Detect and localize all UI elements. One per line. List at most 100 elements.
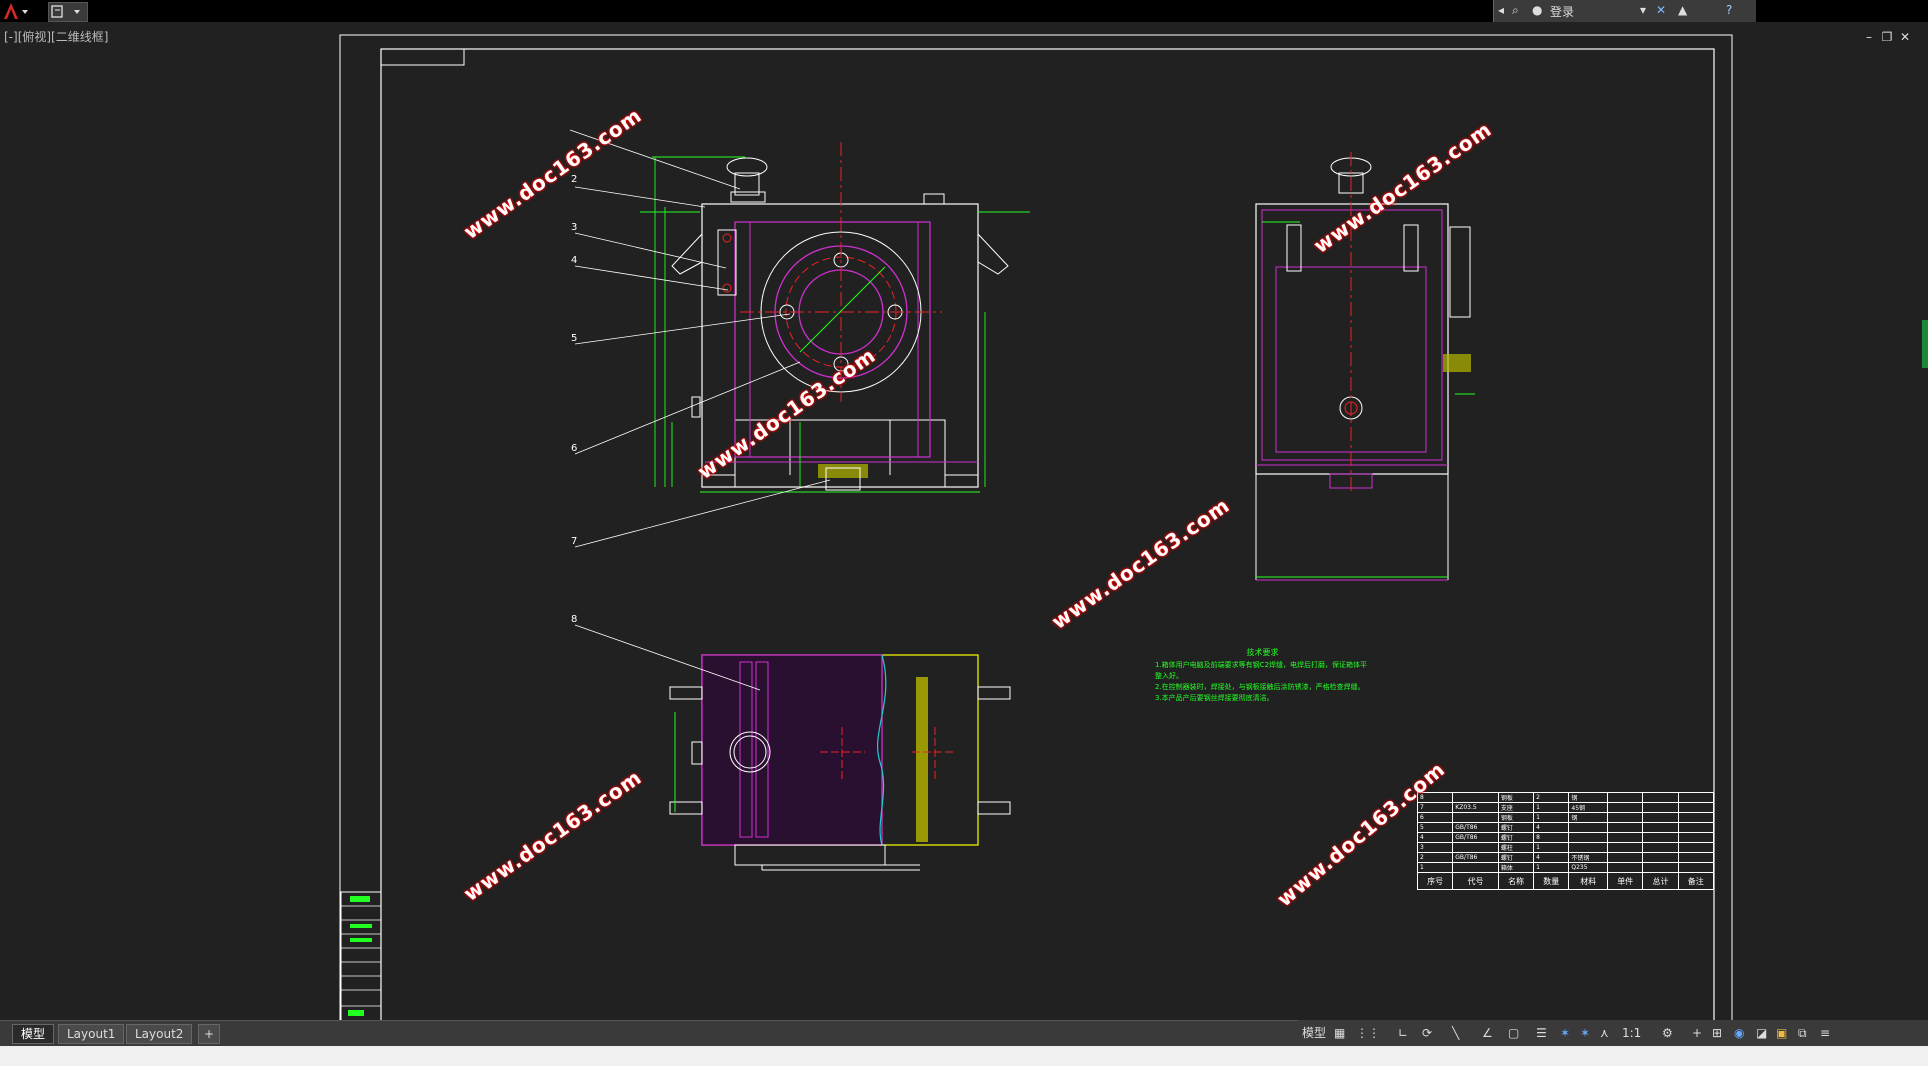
tab-layout2[interactable]: Layout2 <box>126 1024 193 1044</box>
autoscale-icon[interactable]: ✶ <box>1580 1026 1591 1040</box>
fullscreen-icon[interactable]: ⧉ <box>1798 1026 1807 1040</box>
bom-cell <box>1607 792 1644 803</box>
exchange-icon[interactable]: ✕ <box>1656 3 1667 17</box>
user-icon[interactable]: ● <box>1532 3 1543 17</box>
bom-cell: 6 <box>1416 812 1454 823</box>
hardware-icon[interactable]: ◪ <box>1756 1026 1768 1040</box>
bom-cell <box>1677 852 1715 863</box>
bom-header-row: 序号代号名称数量材料单件总计备注 <box>1416 872 1715 890</box>
bom-cell: 1 <box>1533 842 1570 853</box>
part-label: 6 <box>571 443 578 454</box>
tab-model[interactable]: 模型 <box>12 1024 55 1044</box>
drawing-canvas[interactable]: 2 3 4 5 6 7 8 技术要求 1.箱体用户电脑及前端要求等有钢C2焊缝，… <box>0 22 1928 1031</box>
binoculars-icon[interactable]: ⌕ <box>1512 3 1519 17</box>
side-indicator <box>1922 320 1928 368</box>
bom-cell <box>1452 842 1499 853</box>
annotation-visibility-icon[interactable]: ⋏ <box>1600 1026 1609 1040</box>
bom-cell <box>1607 842 1644 853</box>
bom-cell <box>1568 842 1609 853</box>
infocenter-toolbar: ◂ ⌕ ● 登录 ▾ ✕ ▲ ? <box>1493 0 1756 22</box>
bom-cell: 7 <box>1416 802 1454 813</box>
settings-icon[interactable]: ⚙ <box>1662 1026 1673 1040</box>
bom-cell: 4 <box>1533 822 1570 833</box>
bom-cell: GB/T86 <box>1452 852 1499 863</box>
part-label: 8 <box>571 614 578 625</box>
bom-cell <box>1642 832 1679 843</box>
dropdown-icon[interactable]: ▾ <box>1640 3 1647 17</box>
bom-cell: Q235 <box>1568 862 1609 873</box>
restore-icon[interactable]: ❐ <box>1881 30 1893 44</box>
bom-cell: 2 <box>1416 852 1454 863</box>
bom-cell <box>1452 792 1499 803</box>
otrack-icon[interactable]: ∠ <box>1482 1026 1493 1040</box>
bom-cell <box>1677 832 1715 843</box>
bom-cell <box>1642 822 1679 833</box>
bom-cell <box>1607 832 1644 843</box>
scale-dropdown[interactable]: 1:1 <box>1622 1026 1642 1040</box>
bom-cell <box>1568 832 1609 843</box>
bom-cell <box>1452 812 1499 823</box>
bom-cell <box>1677 812 1715 823</box>
status-bar: 模型 ▦ ⋮⋮ ∟ ⟳ ╲ ∠ ▢ ☰ ✶ ✶ ⋏ 1:1 ⚙ + ⊞ ◉ ◪ … <box>1298 1020 1928 1046</box>
annotation-icon[interactable]: ✶ <box>1560 1026 1571 1040</box>
ortho-icon[interactable]: ∟ <box>1398 1026 1409 1040</box>
bom-header-cell: 序号 <box>1416 872 1454 890</box>
minimize-icon[interactable]: – <box>1866 30 1872 44</box>
front-view <box>640 142 1030 493</box>
tech-requirements: 技术要求 1.箱体用户电脑及前端要求等有钢C2焊缝，电焊后打磨，保证箱体平整入好… <box>1155 647 1370 704</box>
app-logo-icon <box>4 3 28 19</box>
bom-cell: 钢 <box>1568 812 1609 823</box>
isolate-icon[interactable]: ◉ <box>1734 1026 1745 1040</box>
model-space-button[interactable]: 模型 <box>1302 1026 1327 1040</box>
tech-req-title: 技术要求 <box>1246 648 1279 657</box>
autodesk-icon[interactable]: ▲ <box>1678 3 1688 17</box>
bom-header-cell: 代号 <box>1452 872 1499 890</box>
bom-cell: 钢板 <box>1497 812 1535 823</box>
help-icon[interactable]: ? <box>1726 3 1733 17</box>
bom-cell: 1 <box>1533 802 1570 813</box>
osnap-icon[interactable]: ╲ <box>1452 1026 1460 1040</box>
bom-cell <box>1642 802 1679 813</box>
bom-cell <box>1677 792 1715 803</box>
workspace-icon[interactable]: ⊞ <box>1712 1026 1723 1040</box>
bom-cell: 1 <box>1416 862 1454 873</box>
customize-icon[interactable]: ≡ <box>1820 1026 1831 1040</box>
viewport-label[interactable]: [-][俯视][二维线框] <box>4 30 109 44</box>
close-icon[interactable]: ✕ <box>1899 30 1911 44</box>
tab-layout1[interactable]: Layout1 <box>58 1024 125 1044</box>
add-layout-button[interactable]: + <box>198 1024 221 1044</box>
bom-cell <box>1642 842 1679 853</box>
ucs-icon[interactable]: ▢ <box>1508 1026 1520 1040</box>
prev-icon[interactable]: ◂ <box>1498 3 1505 17</box>
side-view <box>1255 152 1475 581</box>
lock-icon[interactable]: ▣ <box>1776 1026 1788 1040</box>
bom-cell <box>1677 822 1715 833</box>
bom-cell <box>1642 852 1679 863</box>
bom-header-cell: 名称 <box>1497 872 1535 890</box>
bom-cell <box>1607 812 1644 823</box>
app-menu-button[interactable] <box>2 1 38 21</box>
polar-icon[interactable]: ⟳ <box>1422 1026 1433 1040</box>
bom-cell <box>1642 812 1679 823</box>
bom-cell: 2 <box>1533 792 1570 803</box>
snap-icon[interactable]: ⋮⋮ <box>1356 1026 1380 1040</box>
quick-access-button[interactable] <box>48 2 88 22</box>
plus-icon[interactable]: + <box>1692 1026 1703 1040</box>
login-link[interactable]: 登录 <box>1550 5 1575 19</box>
bom-cell: 钢 <box>1568 792 1609 803</box>
lineweight-icon[interactable]: ☰ <box>1536 1026 1547 1040</box>
bom-cell: 箱体 <box>1497 862 1535 873</box>
bom-cell <box>1607 802 1644 813</box>
top-view <box>669 654 1011 871</box>
bom-header-cell: 材料 <box>1568 872 1609 890</box>
bom-cell <box>1677 862 1715 873</box>
grid-icon[interactable]: ▦ <box>1334 1026 1346 1040</box>
tech-req-line: 1.箱体用户电脑及前端要求等有钢C2焊缝，电焊后打磨，保证箱体平整入好。 <box>1155 661 1368 680</box>
bom-cell <box>1607 852 1644 863</box>
